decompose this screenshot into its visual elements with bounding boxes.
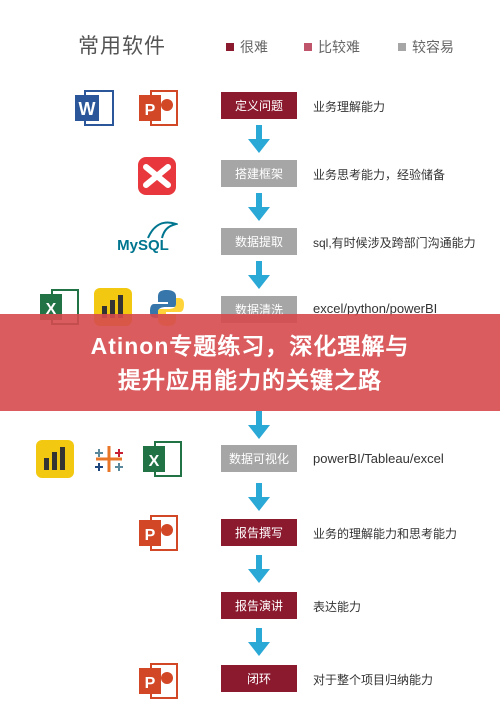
header-title: 常用软件 [78, 35, 166, 58]
legend-swatch-very-hard [226, 43, 234, 51]
down-arrow-icon [248, 628, 270, 656]
powerpoint-icon: P [139, 90, 178, 126]
down-arrow-icon [248, 193, 270, 221]
step-build-framework: 搭建框架 [221, 160, 297, 187]
down-arrow-icon [248, 125, 270, 153]
down-arrow-icon [248, 555, 270, 583]
step-report-writing: 报告撰写 [221, 519, 297, 546]
mysql-icon: MySQL [108, 221, 178, 256]
step-data-visualization: 数据可视化 [221, 445, 297, 472]
svg-text:P: P [145, 675, 156, 692]
legend-easy: 较容易 [398, 37, 454, 57]
title-banner: Atinon专题练习，深化理解与 提升应用能力的关键之路 [0, 314, 500, 411]
desc-build-framework: 业务思考能力，经验储备 [313, 168, 446, 182]
banner-line-2: 提升应用能力的关键之路 [118, 366, 382, 393]
desc-data-visualization: powerBI/Tableau/excel [313, 451, 444, 466]
xmind-icon [138, 157, 176, 195]
legend-hard: 比较难 [304, 37, 360, 57]
desc-data-extraction: sql,有时候涉及跨部门沟通能力 [313, 236, 476, 250]
legend-swatch-easy [398, 43, 406, 51]
banner-line-1: Atinon专题练习，深化理解与 [90, 332, 410, 359]
excel-icon: X [143, 441, 182, 477]
desc-define-problem: 业务理解能力 [313, 100, 386, 114]
down-arrow-icon [248, 261, 270, 289]
desc-report-writing: 业务的理解能力和思考能力 [313, 527, 458, 541]
desc-closed-loop: 对于整个项目归纳能力 [313, 673, 434, 687]
step-closed-loop: 闭环 [221, 665, 297, 692]
legend-label-easy: 较容易 [412, 39, 454, 55]
svg-text:P: P [145, 527, 156, 544]
powerpoint-icon: P [139, 515, 178, 551]
svg-text:P: P [145, 102, 156, 119]
powerbi-icon [36, 440, 74, 478]
down-arrow-icon [248, 483, 270, 511]
legend-label-hard: 比较难 [318, 39, 360, 55]
svg-text:X: X [149, 453, 160, 470]
svg-text:W: W [79, 99, 96, 119]
svg-text:X: X [46, 301, 57, 318]
word-icon: W [75, 90, 114, 126]
step-report-presentation: 报告演讲 [221, 592, 297, 619]
step-data-extraction: 数据提取 [221, 228, 297, 255]
powerpoint-icon: P [139, 663, 178, 699]
dolphin-icon [147, 221, 178, 239]
legend-very-hard: 很难 [226, 37, 268, 57]
desc-report-presentation: 表达能力 [313, 600, 362, 614]
legend-swatch-hard [304, 43, 312, 51]
legend-label-very-hard: 很难 [240, 39, 268, 55]
step-define-problem: 定义问题 [221, 92, 297, 119]
desc-data-cleaning: excel/python/powerBI [313, 301, 438, 316]
tableau-icon [95, 446, 123, 472]
mysql-label: MySQL [117, 236, 169, 254]
down-arrow-icon [248, 411, 270, 439]
